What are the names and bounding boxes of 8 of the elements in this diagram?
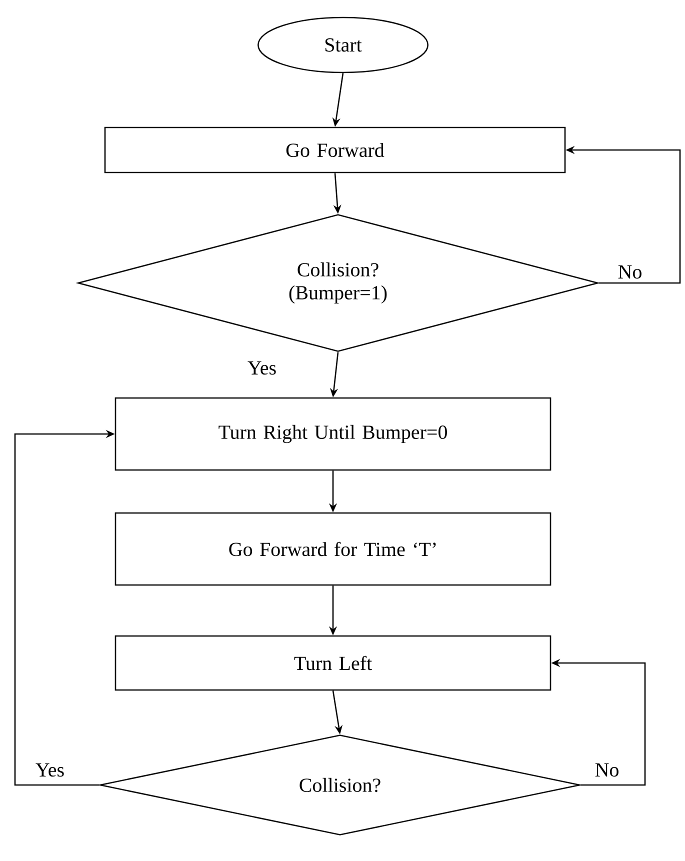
edge-label: Yes (246, 360, 278, 376)
process-box: Go Forward (104, 126, 566, 174)
edge-label: No (594, 762, 620, 778)
process-box: Go Forward for Time ‘T’ (114, 512, 552, 586)
edge-label: No (616, 264, 644, 280)
edge-label: Yes (34, 762, 66, 778)
process-box: Turn Right Until Bumper=0 (114, 397, 552, 471)
process-box: Turn Left (114, 635, 552, 691)
